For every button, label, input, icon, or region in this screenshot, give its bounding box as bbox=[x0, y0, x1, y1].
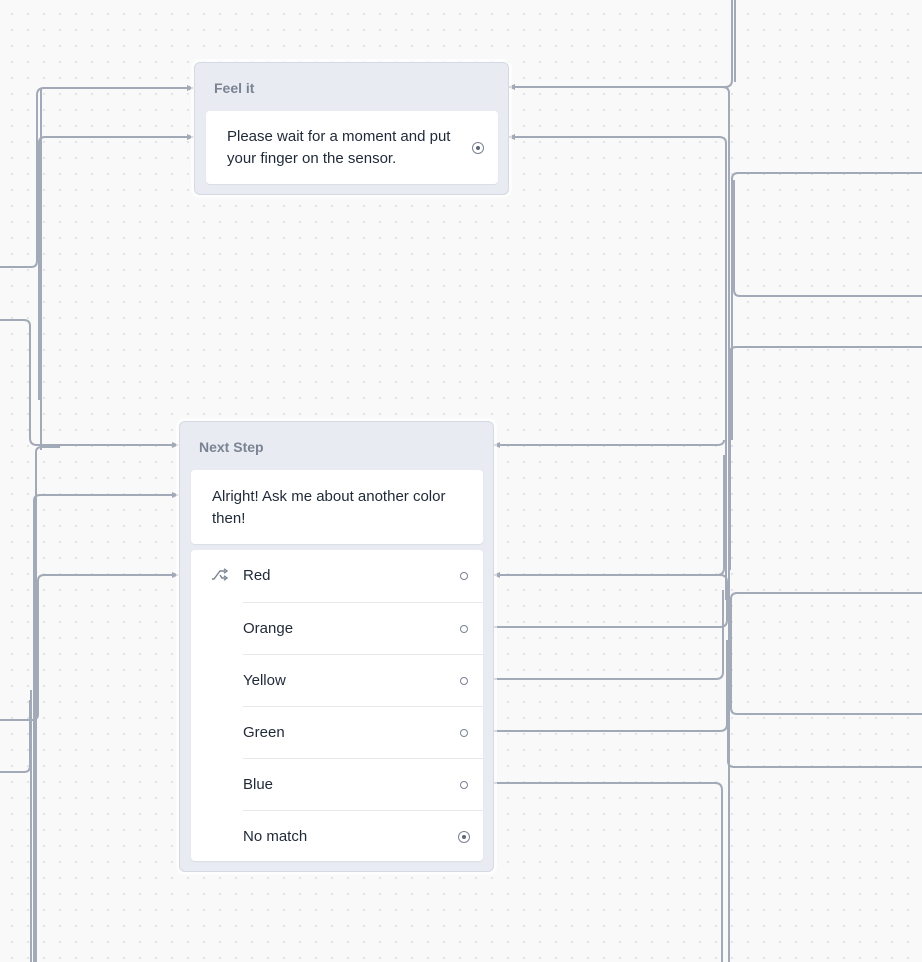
output-port-icon[interactable] bbox=[460, 677, 468, 685]
connection-line bbox=[0, 700, 31, 773]
choice-red[interactable]: Red bbox=[243, 550, 483, 602]
connection-line bbox=[730, 592, 922, 715]
choices-card: Red Orange Yellow Green Blue No match bbox=[191, 550, 483, 861]
connection-line bbox=[493, 439, 725, 448]
connection-line bbox=[38, 134, 194, 400]
connection-line bbox=[729, 346, 922, 570]
output-port-icon[interactable] bbox=[460, 625, 468, 633]
connection-line bbox=[731, 172, 922, 440]
choice-label: Red bbox=[243, 567, 271, 584]
connection-line bbox=[35, 446, 60, 962]
block-title[interactable]: Feel it bbox=[214, 80, 255, 96]
choice-blue[interactable]: Blue bbox=[243, 758, 483, 811]
connection-line bbox=[0, 85, 194, 268]
output-port-icon[interactable] bbox=[458, 831, 470, 843]
choice-label: Green bbox=[243, 724, 285, 741]
choice-green[interactable]: Green bbox=[243, 706, 483, 759]
output-port-icon[interactable] bbox=[472, 142, 484, 154]
connection-line bbox=[721, 86, 730, 962]
message-text: Alright! Ask me about another color then… bbox=[212, 488, 446, 527]
connection-line bbox=[0, 319, 179, 448]
choice-label: Blue bbox=[243, 776, 274, 793]
message-text: Please wait for a moment and put your fi… bbox=[227, 128, 451, 167]
message-card[interactable]: Alright! Ask me about another color then… bbox=[191, 470, 483, 544]
choice-no-match[interactable]: No match bbox=[243, 810, 483, 863]
connection-line bbox=[33, 492, 179, 962]
connection-line bbox=[483, 782, 723, 962]
choice-orange[interactable]: Orange bbox=[243, 602, 483, 655]
connection-line bbox=[733, 180, 922, 297]
output-port-icon[interactable] bbox=[460, 781, 468, 789]
connection-line bbox=[0, 572, 179, 721]
output-port-icon[interactable] bbox=[460, 729, 468, 737]
choice-label: No match bbox=[243, 828, 308, 845]
output-port-icon[interactable] bbox=[460, 572, 468, 580]
flow-block[interactable]: Next Step Alright! Ask me about another … bbox=[179, 421, 494, 872]
message-card[interactable]: Please wait for a moment and put your fi… bbox=[206, 111, 498, 184]
connection-line bbox=[483, 574, 728, 628]
connection-line bbox=[483, 640, 728, 732]
choice-yellow[interactable]: Yellow bbox=[243, 654, 483, 707]
choice-label: Yellow bbox=[243, 672, 286, 689]
connection-line bbox=[508, 0, 733, 90]
connection-line bbox=[508, 134, 727, 600]
flow-block[interactable]: Feel it Please wait for a moment and put… bbox=[194, 62, 509, 195]
choice-label: Orange bbox=[243, 620, 294, 637]
connection-line bbox=[727, 650, 922, 768]
shuffle-icon bbox=[211, 567, 229, 588]
block-title[interactable]: Next Step bbox=[199, 439, 264, 455]
connection-line bbox=[493, 455, 725, 578]
connection-line bbox=[483, 590, 724, 680]
